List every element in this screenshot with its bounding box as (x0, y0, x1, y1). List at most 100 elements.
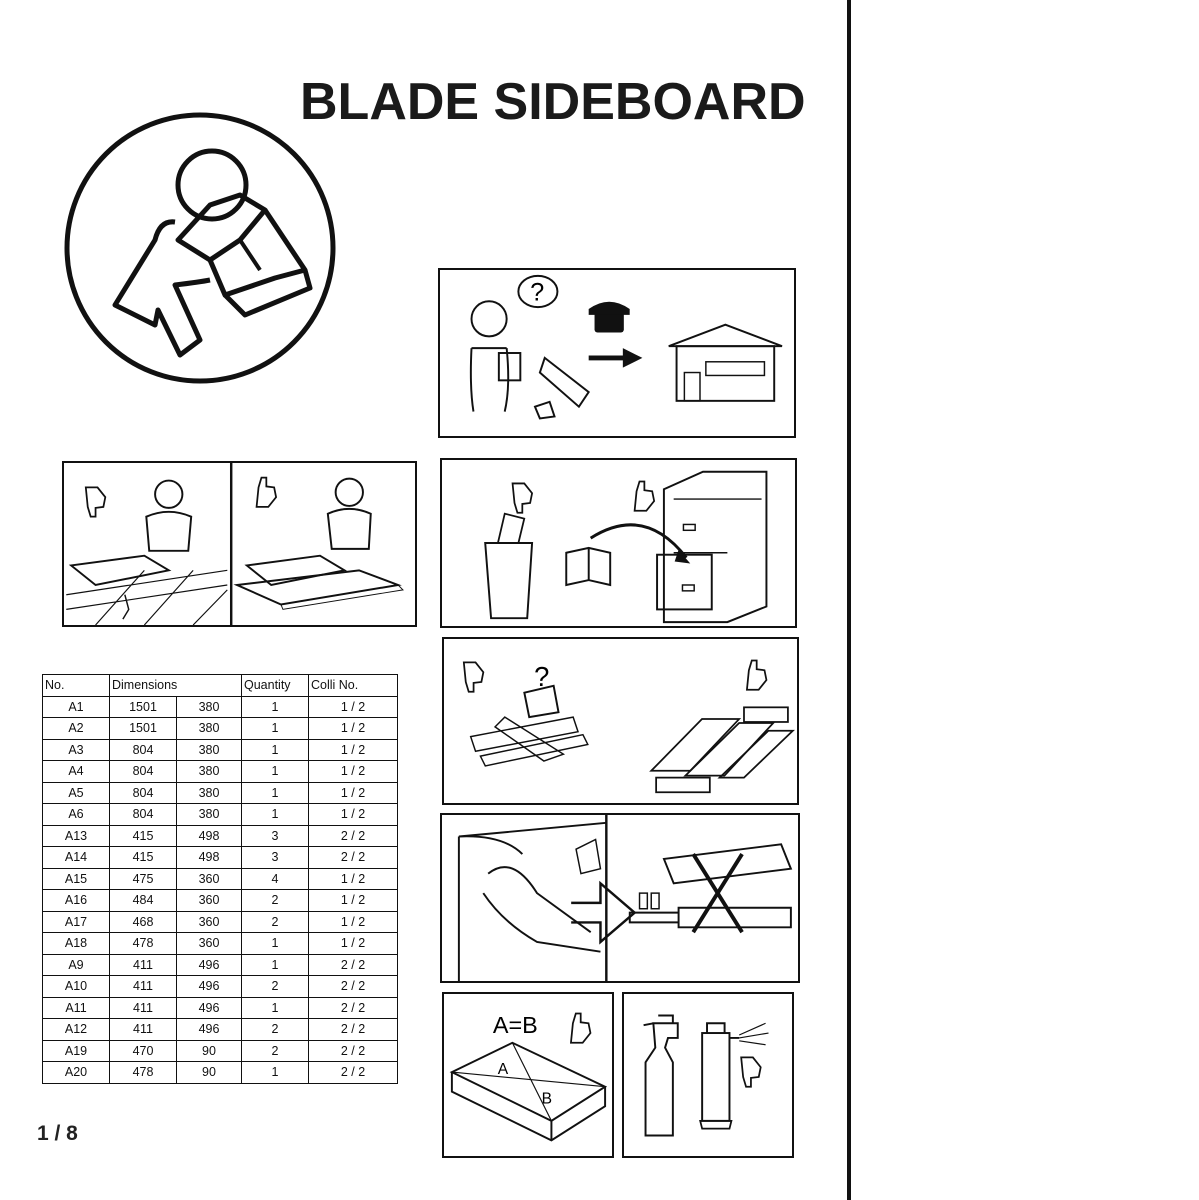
table-header-row: No. Dimensions Quantity Colli No. (42, 674, 398, 697)
cell-quantity: 2 (241, 975, 309, 998)
cell-colli: 2 / 2 (308, 1018, 398, 1041)
cell-colli: 2 / 2 (308, 996, 398, 1019)
cell-width: 380 (176, 781, 242, 804)
cell-quantity: 1 (241, 1061, 309, 1084)
cell-quantity: 2 (241, 1039, 309, 1062)
panel-open-box-no-knife (440, 813, 800, 983)
diagonal-b-label: B (542, 1090, 552, 1107)
cell-part-no: A6 (42, 803, 110, 826)
cell-width: 380 (176, 738, 242, 761)
cell-quantity: 1 (241, 803, 309, 826)
cell-part-no: A10 (42, 975, 110, 998)
page-title: BLADE SIDEBOARD (300, 73, 806, 131)
panel-sort-parts: ? (442, 637, 799, 805)
cell-quantity: 1 (241, 717, 309, 740)
cell-colli: 1 / 2 (308, 717, 398, 740)
cell-length: 1501 (109, 717, 177, 740)
cell-length: 468 (109, 910, 177, 933)
cell-width: 496 (176, 1018, 242, 1041)
cell-length: 1501 (109, 695, 177, 718)
cell-quantity: 4 (241, 867, 309, 890)
cell-length: 484 (109, 889, 177, 912)
panel-keep-manual (440, 458, 797, 628)
cell-part-no: A2 (42, 717, 110, 740)
cell-width: 498 (176, 846, 242, 869)
thumbs-up-icon (745, 659, 768, 691)
cell-quantity: 1 (241, 781, 309, 804)
cell-colli: 2 / 2 (308, 824, 398, 847)
cell-colli: 2 / 2 (308, 1039, 398, 1062)
cell-colli: 2 / 2 (308, 846, 398, 869)
cell-colli: 2 / 2 (308, 1061, 398, 1084)
cell-width: 496 (176, 975, 242, 998)
cell-length: 804 (109, 781, 177, 804)
cell-width: 90 (176, 1061, 242, 1084)
cell-quantity: 2 (241, 889, 309, 912)
square-label: A=B (493, 1012, 538, 1038)
cell-width: 360 (176, 867, 242, 890)
panel-contact-store: ? (438, 268, 796, 438)
cell-width: 380 (176, 695, 242, 718)
cell-part-no: A17 (42, 910, 110, 933)
cell-part-no: A19 (42, 1039, 110, 1062)
cell-length: 411 (109, 975, 177, 998)
cell-part-no: A1 (42, 695, 110, 718)
cell-part-no: A12 (42, 1018, 110, 1041)
thumbs-up-icon (255, 476, 278, 508)
page-divider-line (847, 0, 851, 1200)
thumbs-down-icon (84, 486, 107, 518)
cell-width: 498 (176, 824, 242, 847)
cell-quantity: 3 (241, 824, 309, 847)
cell-width: 496 (176, 953, 242, 976)
cell-quantity: 1 (241, 760, 309, 783)
cell-width: 496 (176, 996, 242, 1019)
cell-part-no: A4 (42, 760, 110, 783)
header-quantity: Quantity (241, 674, 309, 697)
thumbs-up-icon (569, 1012, 592, 1044)
cell-width: 360 (176, 889, 242, 912)
header-dimensions: Dimensions (109, 674, 242, 697)
cell-width: 380 (176, 760, 242, 783)
cell-quantity: 1 (241, 996, 309, 1019)
cell-length: 415 (109, 846, 177, 869)
cell-colli: 2 / 2 (308, 953, 398, 976)
cell-colli: 1 / 2 (308, 738, 398, 761)
header-no: No. (42, 674, 110, 697)
cell-width: 380 (176, 803, 242, 826)
thumbs-up-icon (633, 480, 656, 512)
cell-part-no: A13 (42, 824, 110, 847)
panel-check-square: A=B A B (442, 992, 614, 1158)
cell-width: 360 (176, 932, 242, 955)
cell-quantity: 1 (241, 953, 309, 976)
cell-quantity: 1 (241, 695, 309, 718)
header-colli: Colli No. (308, 674, 398, 697)
cell-quantity: 3 (241, 846, 309, 869)
page-number: 1 / 8 (37, 1122, 78, 1145)
cell-colli: 2 / 2 (308, 975, 398, 998)
cell-colli: 1 / 2 (308, 803, 398, 826)
cell-length: 411 (109, 953, 177, 976)
panel-floor-protection (62, 461, 417, 627)
cell-quantity: 1 (241, 738, 309, 761)
cell-colli: 1 / 2 (308, 781, 398, 804)
cell-length: 478 (109, 1061, 177, 1084)
cell-length: 804 (109, 738, 177, 761)
cell-quantity: 2 (241, 1018, 309, 1041)
cell-length: 478 (109, 932, 177, 955)
cell-part-no: A16 (42, 889, 110, 912)
cell-width: 90 (176, 1039, 242, 1062)
cell-quantity: 2 (241, 910, 309, 933)
cell-part-no: A14 (42, 846, 110, 869)
